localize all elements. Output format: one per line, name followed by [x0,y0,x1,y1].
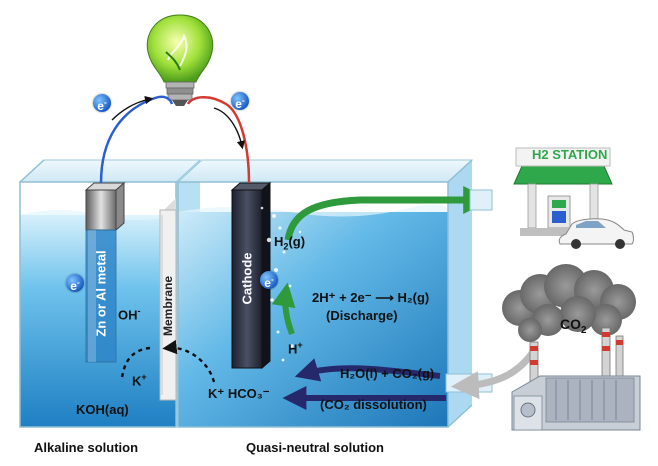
ion-transport [120,339,216,383]
h2-station-icon [513,147,616,236]
electron-symbol: e [235,97,242,111]
oh-ion-charge: - [137,306,141,316]
h2-gas-label: H2(g) [274,234,305,252]
h-ion-charge: + [297,340,303,350]
electron-icon-cathode: e- [260,271,278,290]
cathode-electrode [230,181,272,370]
k-ion-charge: + [141,372,147,382]
smoke-cloud-icon [502,264,636,342]
electron-symbol: e [264,276,271,290]
anode-label: Zn or Al metal [93,250,109,337]
h2-station-sign: H2 STATION [532,147,608,162]
dissolution-arrows [282,358,446,410]
electron-symbol: e [70,279,77,293]
electron-charge: - [270,274,274,284]
k-ion-left-label: K+ [132,372,147,388]
cathode-label: Cathode [239,252,255,305]
co2-plant-sub: 2 [581,324,587,336]
car-icon [558,218,634,249]
h2-gas-sub: 2 [283,241,289,252]
k-ion-text: K [132,373,142,389]
right-tank [176,159,474,428]
electron-symbol: e [97,99,104,113]
electron-flow-arrows [111,95,246,150]
co2-reaction-label: H₂O(l) + CO₂(g) [340,366,435,381]
right-cell-caption: Quasi-neutral solution [246,440,384,455]
anode-electrode [84,181,126,363]
left-cell-caption: Alkaline solution [34,440,139,455]
h-ion-text: H [288,341,298,357]
electron-icon-left: e- [93,94,111,113]
h2-gas-text: H [274,234,284,249]
khco3-label: K⁺ HCO₃⁻ [208,386,270,401]
co2-dissolution-label: (CO₂ dissolution) [320,397,427,412]
koh-label: KOH(aq) [76,402,129,417]
h2-gas-state: (g) [288,234,306,249]
electron-charge: - [76,277,80,287]
light-bulb-icon [146,14,214,106]
membrane-label: Membrane [161,275,175,337]
electron-charge: - [241,95,245,105]
electron-charge: - [103,97,107,107]
oh-ion-text: OH [118,307,138,323]
h2-flow-arrow [284,186,493,241]
factory-icon [511,327,641,431]
oh-ion-label: OH- [118,306,141,322]
proton-arrow [271,282,296,336]
h-ion-label: H+ [288,340,303,356]
reaction-equation: 2H⁺ + 2e⁻ ⟶ H₂(g) [312,290,430,305]
co2-plant-label: CO2 [560,316,586,336]
reaction-note: (Discharge) [326,308,398,323]
electron-icon-anode: e- [66,274,84,293]
electron-icon-right: e- [231,92,249,111]
co2-plant-text: CO [560,316,581,332]
